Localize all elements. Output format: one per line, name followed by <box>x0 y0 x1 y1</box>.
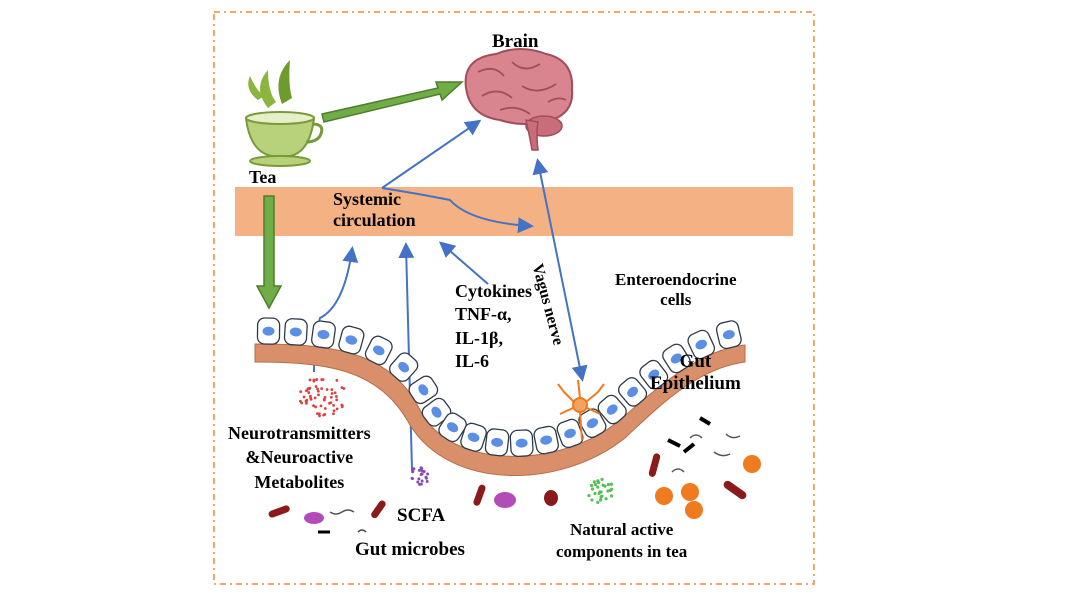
neuro-line3: Metabolites <box>254 471 345 492</box>
enteroendocrine-line2: cells <box>660 289 692 309</box>
il6-line: IL-6 <box>455 351 490 372</box>
natural-line2: components in tea <box>556 542 688 562</box>
epithelial-cell <box>421 397 452 427</box>
epithelial-cell <box>311 320 336 349</box>
epithelial-cell <box>639 359 669 390</box>
epithelial-cell <box>617 377 648 407</box>
epithelial-cell <box>364 335 393 366</box>
cytokines-label: Cytokines TNF-α, IL-1β, IL-6 <box>455 280 532 374</box>
epithelial-cell <box>578 408 607 439</box>
natural-components-label: Natural active components in tea <box>556 519 687 563</box>
natural-line1: Natural active <box>569 520 674 539</box>
tnf-line: TNF-α, <box>455 304 512 325</box>
tea-to-brain-arrow <box>321 81 464 123</box>
enteroendocrine-line1: Enteroendocrine <box>615 270 737 289</box>
epithelial-cell <box>533 425 559 455</box>
natural-components-dots-icon <box>587 477 614 504</box>
systemic-circulation-band <box>235 187 793 236</box>
epithelial-cell <box>338 325 365 355</box>
tea-cup-icon <box>244 60 324 167</box>
gut-microbes-label: Gut microbes <box>355 539 465 560</box>
systemic-line2: circulation <box>333 209 416 230</box>
gut-epithelium-label: Gut Epithelium <box>650 351 741 395</box>
epithelial-cell <box>408 375 439 405</box>
diagram-frame <box>213 11 815 585</box>
gut-line1: Gut <box>679 351 712 372</box>
epithelial-cell <box>597 394 627 425</box>
epithelial-cells <box>256 317 742 457</box>
neuron-icon <box>557 379 605 441</box>
neurotransmitters-label: Neurotransmitters &Neuroactive Metabolit… <box>228 421 371 494</box>
neurotransmitter-dots-icon <box>299 378 346 418</box>
brain-label: Brain <box>492 31 539 52</box>
tea-label: Tea <box>249 167 277 187</box>
epithelial-cell <box>283 318 308 346</box>
epithelial-cell <box>389 352 419 382</box>
vagus-nerve-arrow <box>532 158 588 382</box>
systemic-circulation-label: Systemic circulation <box>333 189 416 230</box>
scfa-dots-icon <box>410 466 430 486</box>
epithelial-cell <box>715 320 742 350</box>
epithelial-cell <box>438 412 467 443</box>
neuro-line2: &Neuroactive <box>245 447 354 468</box>
cytokines-line: Cytokines <box>455 281 533 301</box>
circulation-spread-arrow <box>381 187 534 234</box>
epithelial-cell <box>662 343 691 374</box>
cytokine-to-circulation-arrow <box>438 241 489 285</box>
epithelial-cell <box>509 429 534 457</box>
gut-epithelium <box>254 317 746 477</box>
epithelial-cell <box>687 329 716 360</box>
il1b-line: IL-1β, <box>455 327 503 348</box>
scfa-label: SCFA <box>397 505 446 526</box>
brain-icon <box>464 48 574 151</box>
epithelial-cell <box>460 422 487 452</box>
circulation-to-brain-arrow <box>381 119 482 189</box>
tea-to-gut-arrow <box>255 195 283 310</box>
systemic-line1: Systemic <box>333 189 401 209</box>
epithelial-cell <box>256 317 281 345</box>
neuro-line1: Neurotransmitters <box>228 423 371 443</box>
enteroendocrine-cells-label: Enteroendocrine cells <box>615 270 737 309</box>
gut-line2: Epithelium <box>650 372 741 394</box>
gut-microbes-icon <box>268 416 761 534</box>
epithelial-cell <box>484 428 510 457</box>
